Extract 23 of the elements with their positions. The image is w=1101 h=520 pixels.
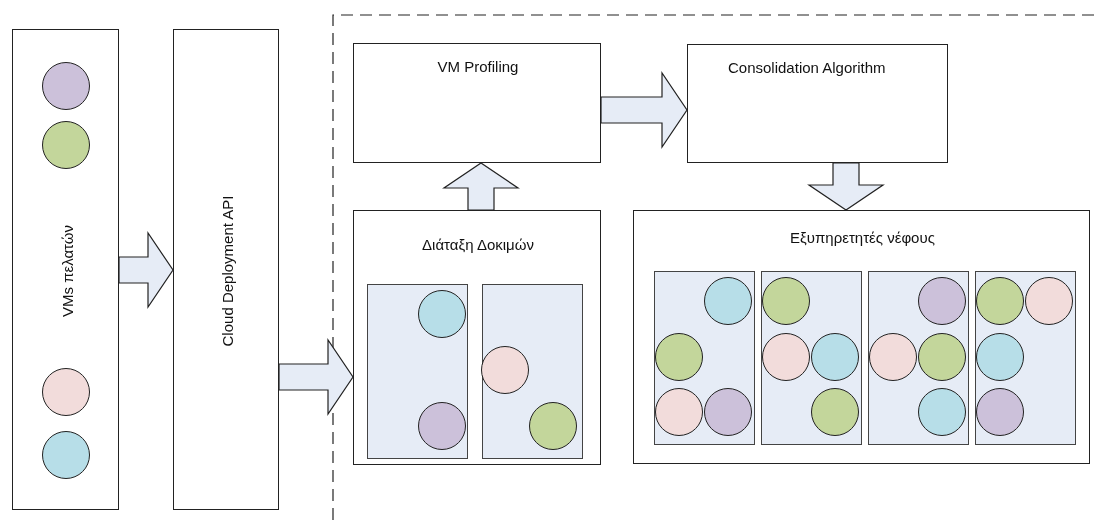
- block-arrow: [278, 338, 354, 416]
- process-box: [173, 29, 279, 510]
- box-label: Εξυπηρετητές νέφους: [790, 229, 935, 246]
- process-box: [633, 210, 1090, 464]
- block-arrow: [807, 162, 885, 211]
- block-arrow: [600, 71, 688, 149]
- box-label: Διάταξη Δοκιμών: [422, 236, 534, 253]
- block-arrow: [442, 162, 520, 211]
- process-box: [687, 44, 948, 163]
- box-label: VM Profiling: [437, 58, 519, 75]
- box-label: Consolidation Algorithm: [728, 59, 886, 76]
- process-box: [353, 43, 601, 163]
- process-box: [353, 210, 601, 465]
- server-box: [367, 284, 468, 459]
- server-box: [654, 271, 755, 445]
- server-box: [975, 271, 1076, 445]
- box-label: VMs πελατών: [58, 224, 75, 317]
- server-box: [761, 271, 862, 445]
- block-arrow: [118, 231, 174, 309]
- process-box: [12, 29, 119, 510]
- server-box: [482, 284, 583, 459]
- server-box: [868, 271, 969, 445]
- box-label: Cloud Deployment API: [218, 195, 236, 346]
